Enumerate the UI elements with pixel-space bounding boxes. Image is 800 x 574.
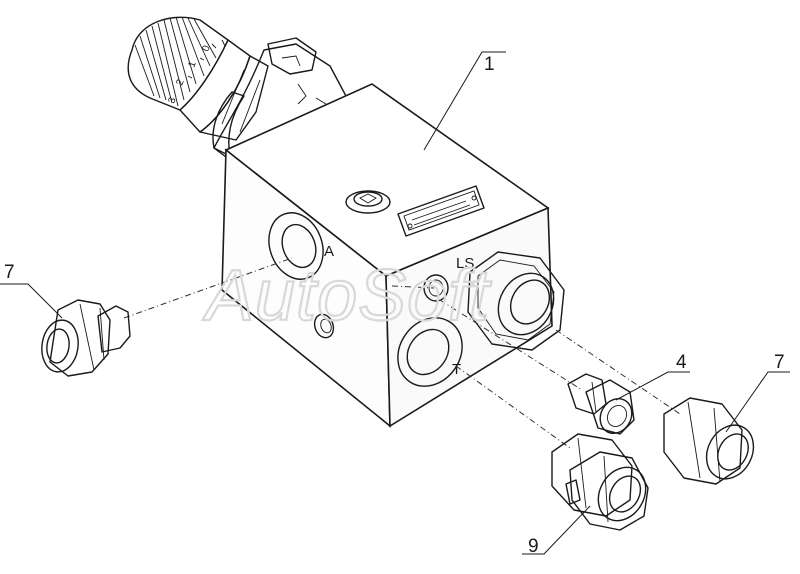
fitting-4 <box>567 373 635 435</box>
port-ls: LS <box>423 255 474 302</box>
port-a: A <box>268 212 334 280</box>
small-port <box>313 313 335 339</box>
callout-9: 9 <box>528 536 539 557</box>
fitting-7-left <box>41 299 131 377</box>
port-t: T <box>397 317 463 387</box>
callout-1: 1 <box>484 54 495 75</box>
hex-adapter <box>199 55 269 141</box>
assembly-axes <box>123 257 681 449</box>
watermark: AutoSoft <box>202 256 492 336</box>
top-plug <box>345 190 391 214</box>
leader-9 <box>522 505 591 555</box>
knurled-knob <box>127 16 229 111</box>
valve-block: A T LS <box>221 83 565 428</box>
leader-1 <box>423 51 506 151</box>
callout-7-right: 7 <box>774 352 785 373</box>
dial-mark-1: 1 <box>186 60 198 69</box>
leader-7-left <box>0 283 63 319</box>
nameplate <box>397 185 485 237</box>
port-t-label: T <box>452 361 461 378</box>
dial-mark-3: 3 <box>166 96 178 105</box>
block-right-face <box>385 206 553 428</box>
installed-hex-fitting <box>467 251 565 351</box>
leader-4 <box>615 371 690 401</box>
dial-mark-0: 0 <box>200 44 212 53</box>
dial-mark-2: 2 <box>174 78 186 87</box>
callout-4: 4 <box>676 352 687 373</box>
port-ls-label: LS <box>456 255 474 272</box>
fitting-7-right <box>663 397 755 485</box>
callout-leaders <box>0 51 790 555</box>
port-a-label: A <box>324 243 334 260</box>
callout-7-left: 7 <box>4 262 15 283</box>
fitting-9 <box>551 433 649 531</box>
leader-7-right <box>725 371 790 433</box>
